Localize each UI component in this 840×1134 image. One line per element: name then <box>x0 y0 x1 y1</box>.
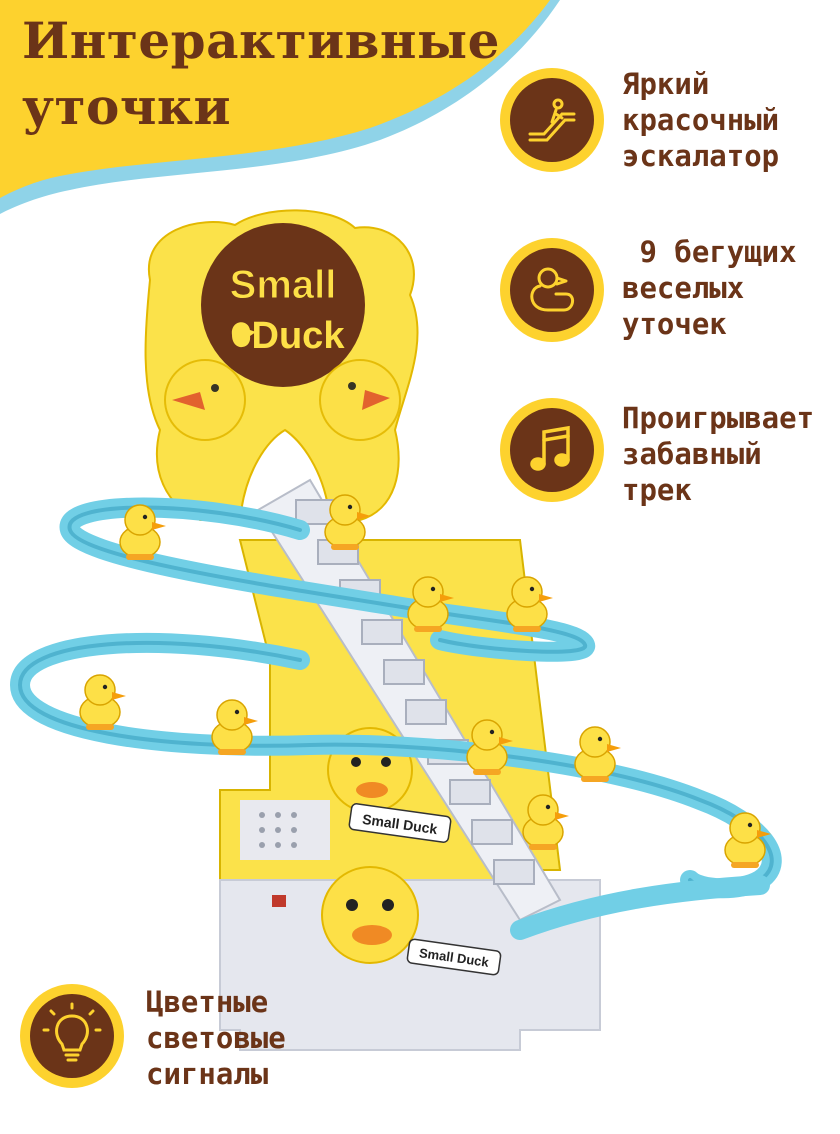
feature-3-line-3: трек <box>622 473 692 507</box>
feature-1-line-3: эскалатор <box>622 139 780 173</box>
escalator-icon <box>528 98 576 142</box>
page-title-line-2: уточки <box>22 77 232 136</box>
feature-badge-3 <box>500 398 604 502</box>
feature-badge-4 <box>20 984 124 1088</box>
feature-text-1: Яркий красочный эскалатор <box>622 66 779 174</box>
feature-badge-1 <box>500 68 604 172</box>
toy-base: Small Duck Small Duck <box>219 539 601 1051</box>
feature-4-line-3: сигналы <box>146 1057 269 1091</box>
duck-icon <box>530 267 574 312</box>
feature-2-line-2: веселых <box>622 271 745 305</box>
blue-track <box>9 497 782 940</box>
feature-4-line-1: Цветные <box>146 985 269 1019</box>
feature-1-line-1: Яркий <box>622 67 710 101</box>
feature-badge-2 <box>500 238 604 342</box>
music-note-icon <box>530 425 570 471</box>
sign-text-duck: Duck <box>252 315 346 357</box>
feature-3-line-1: Проигрывает <box>622 401 815 435</box>
duck-sign-board: Small Duck <box>144 209 419 521</box>
sign-text-small: Small <box>230 263 337 307</box>
feature-text-3: Проигрывает забавный трек <box>622 400 814 508</box>
feature-2-line-3: уточек <box>622 307 727 341</box>
feature-text-4: Цветные световые сигналы <box>146 984 286 1092</box>
feature-3-line-2: забавный <box>622 437 762 471</box>
title-banner <box>0 0 560 214</box>
feature-2-line-1: 9 бегущих <box>622 235 797 269</box>
feature-1-line-2: красочный <box>622 103 780 137</box>
lightbulb-icon <box>42 1002 102 1062</box>
page-title-line-1: Интерактивные <box>22 11 500 70</box>
feature-text-2: 9 бегущих веселых уточек <box>622 234 797 342</box>
feature-4-line-2: световые <box>146 1021 286 1055</box>
